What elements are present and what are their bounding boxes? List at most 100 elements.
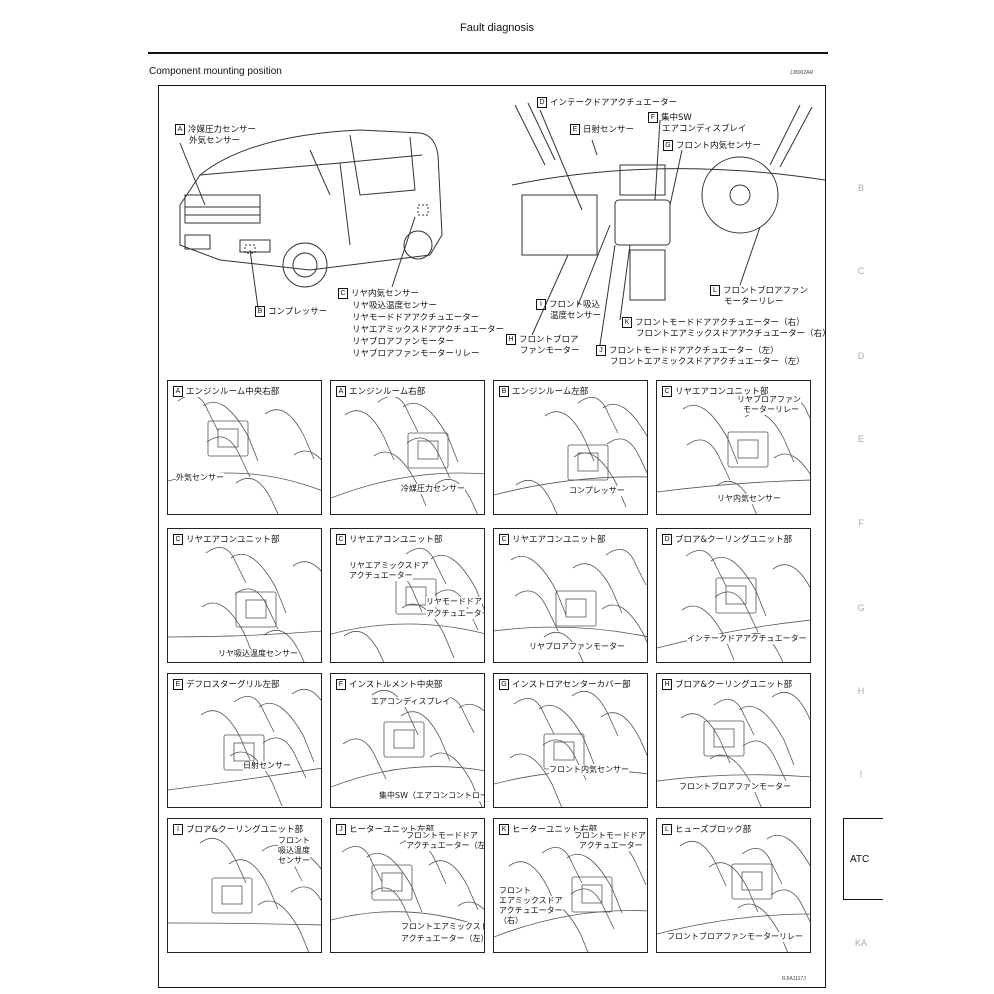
panel-callout: アクチュエーター（右）	[579, 841, 647, 851]
panel-callout: リヤブロアファン	[737, 395, 801, 405]
panel-callout: アクチュエーター（左）	[401, 934, 484, 944]
panel-callout: フロント	[499, 886, 531, 896]
figure-code-bottom: RJIA1117J	[782, 976, 806, 982]
component-drawing	[168, 394, 321, 514]
figure-code-top: JJ8002AR	[790, 70, 814, 76]
component-drawing	[494, 691, 647, 807]
side-tab-c[interactable]: C	[857, 266, 865, 276]
side-tab-h[interactable]: H	[857, 686, 865, 696]
panel-callout: フロントブロアファンモーターリレー	[667, 932, 803, 942]
side-tab-f[interactable]: F	[858, 518, 864, 528]
dashboard-drawing	[511, 102, 825, 346]
side-tab-e[interactable]: E	[857, 434, 864, 444]
panel-callout: フロントエアミックスドア	[401, 922, 484, 932]
panel-callout: フロントモードドア	[406, 831, 478, 841]
side-tab-g[interactable]: G	[857, 603, 865, 613]
header-rule	[148, 52, 828, 54]
panel-callout: アクチュエーター（左）	[406, 841, 484, 851]
panel-callout: フロントモードドア	[574, 831, 646, 841]
panel-callout: フロントブロアファンモーター	[679, 782, 791, 792]
panel-callout: 外気センサー	[176, 473, 224, 483]
panel-callout: エアミックスドア	[499, 896, 563, 906]
component-drawing	[331, 690, 484, 807]
component-drawing	[494, 396, 647, 514]
side-tab-ka[interactable]: KA	[854, 938, 867, 948]
component-drawing	[657, 692, 810, 807]
side-tab-i[interactable]: I	[859, 769, 863, 779]
component-drawing	[331, 395, 484, 514]
component-drawing	[168, 546, 321, 662]
panel-callout: 冷媒圧力センサー	[401, 484, 465, 494]
panel-callout: フロント	[278, 836, 310, 846]
panel-callout: センサー	[278, 856, 310, 866]
panel-callout: リヤエアミックスドア	[349, 561, 429, 571]
component-drawing	[331, 547, 484, 662]
panel-callout: フロント内気センサー	[549, 765, 629, 775]
figure-frame	[158, 85, 826, 988]
panel-callout: モーターリレー	[743, 405, 799, 415]
page-header-title: Fault diagnosis	[460, 22, 534, 34]
side-tab-atc-active[interactable]: ATC	[843, 818, 883, 900]
side-tab-b[interactable]: B	[857, 183, 864, 193]
vehicle-drawing	[179, 129, 443, 309]
panel-callout: エアコンディスプレイ	[371, 697, 451, 707]
panel-callout: インテークドアアクチュエーター	[687, 634, 807, 644]
section-title: Component mounting position	[149, 66, 282, 77]
panel-callout: 吸込温度	[278, 846, 310, 856]
panel-callout: リヤモードドア	[426, 597, 482, 607]
panel-callout: リヤ吸込温度センサー	[218, 649, 298, 659]
component-drawing	[168, 689, 321, 807]
side-tab-d[interactable]: D	[857, 351, 865, 361]
overview-illustration	[179, 102, 825, 346]
panel-callout: コンプレッサー	[569, 486, 625, 496]
panel-callout: （右）	[499, 916, 523, 926]
component-drawing	[657, 834, 810, 952]
component-drawing	[494, 548, 647, 662]
panel-callout: リヤブロアファンモーター	[529, 642, 625, 652]
panel-callout: アクチュエーター	[426, 609, 484, 619]
